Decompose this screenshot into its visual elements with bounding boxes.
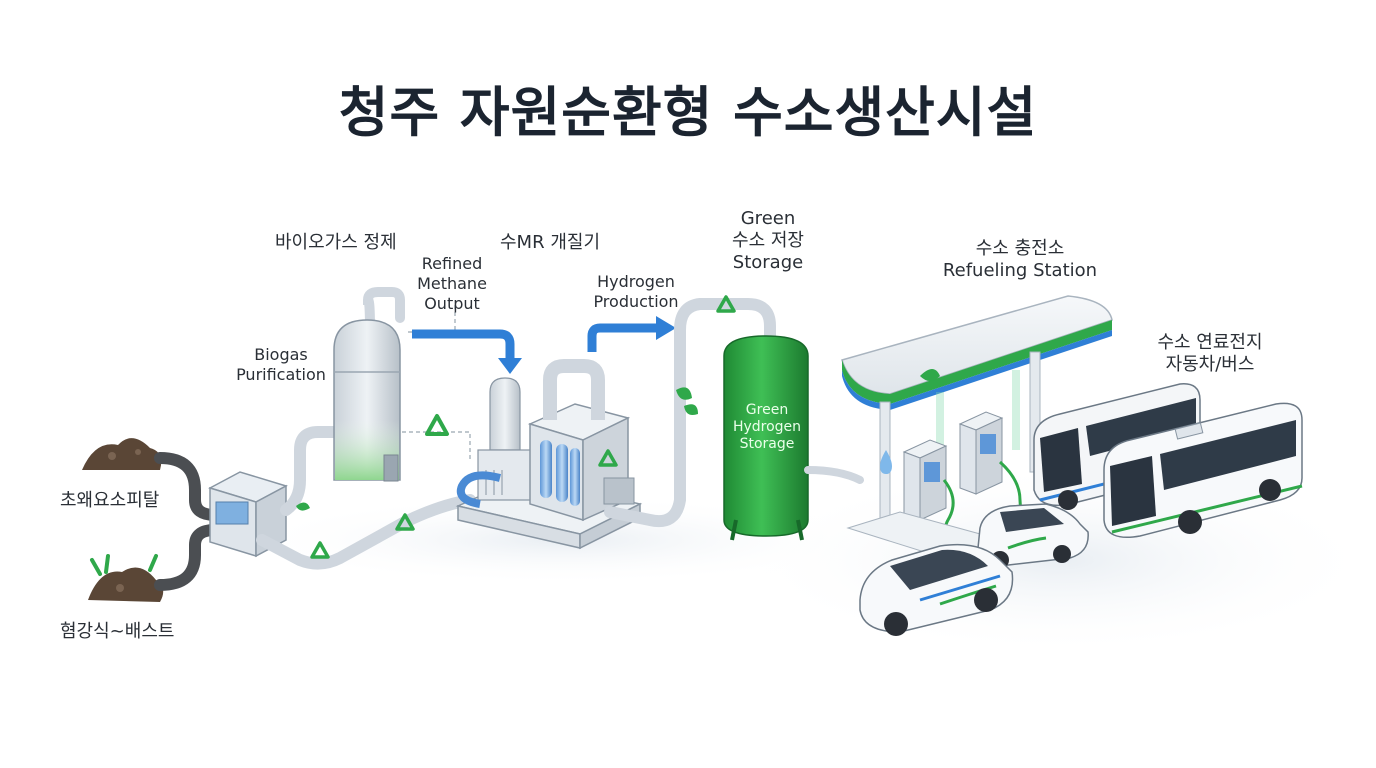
tank-label: Green Hydrogen Storage [732,402,802,452]
label-food-waste: 초왜요소피탈 [60,490,160,511]
recycle-icon [395,513,415,531]
recycle-icon [310,541,330,559]
label-fuel-cell-vehicles: 수소 연료전지 자동차/버스 [1157,332,1263,375]
food-waste-pile [82,438,162,470]
label-refined-methane: Refined Methane Output [417,254,487,313]
label-hydrogen-production: Hydrogen Production [593,272,679,311]
livestock-manure-pile [88,554,164,602]
label-refueling-station: 수소 충전소 Refueling Station [942,238,1098,281]
pretreatment-unit [208,471,288,558]
fuel-pump-left [902,439,961,542]
label-biogas-purification-ko: 바이오가스 정제 [275,232,397,253]
fuel-pump-right [958,411,1041,532]
recycle-icon [716,295,736,313]
label-livestock-manure: 혐강식~배스트 [60,621,175,642]
label-smr-reformer: 수MR 개질기 [500,232,600,253]
hydrogen-bus-front [1103,402,1303,538]
label-biogas-purification-en: Biogas Purification [236,345,326,384]
smr-reformer-unit [455,359,643,550]
page-title: 청주 자원순환형 수소생산시설 [338,81,1038,144]
green-hydrogen-tank [723,335,809,541]
recycle-icon [598,449,618,467]
recycle-icon [425,414,449,436]
label-green-hydrogen-storage: Green 수소 저장 Storage [732,208,804,273]
biogas-purification-column [333,287,405,482]
water-drop-icon [880,450,892,474]
hydrogen-car-main [859,543,1014,636]
leaf-icon [296,369,940,511]
